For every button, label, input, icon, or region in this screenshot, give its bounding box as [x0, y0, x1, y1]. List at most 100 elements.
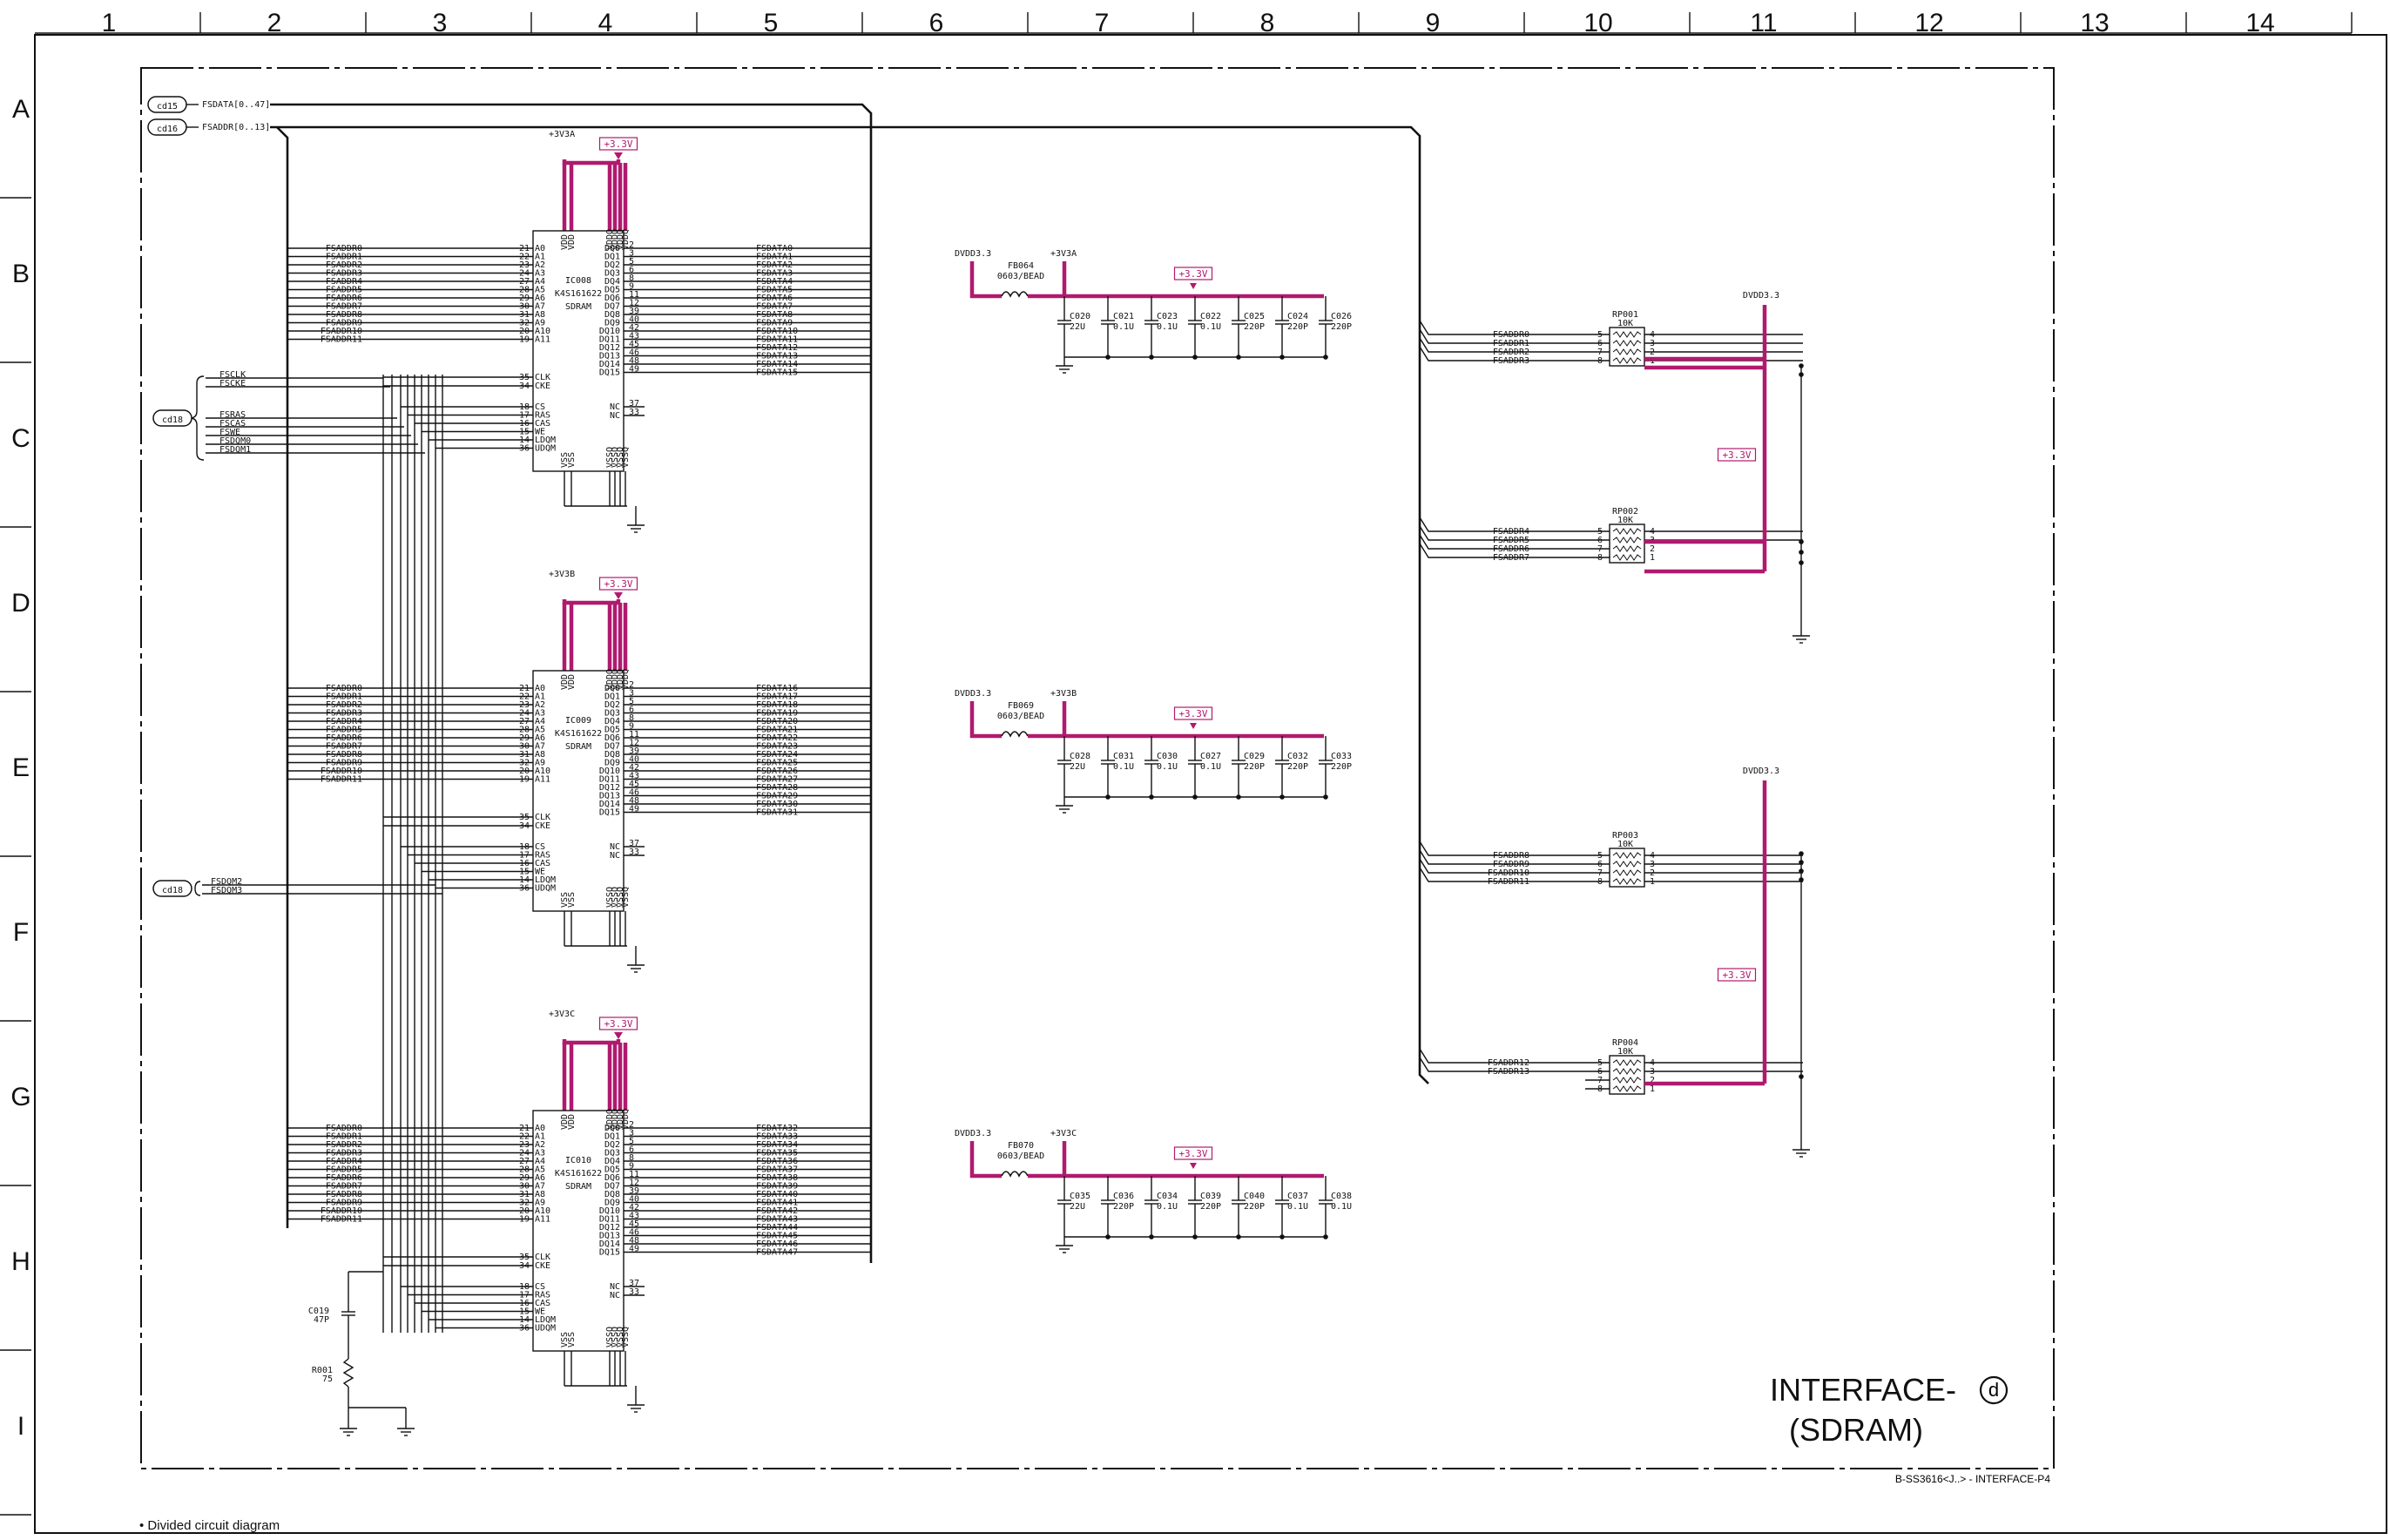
pin-name: WE: [535, 868, 545, 877]
rp-value: 10K: [1617, 319, 1633, 328]
cap-value: 220P: [1113, 1202, 1134, 1212]
address-net-label: FSADDR6: [326, 733, 362, 743]
pin-name: A2: [535, 260, 545, 270]
pin-name: A10: [535, 327, 550, 336]
term-cap-ref: C019: [308, 1307, 329, 1316]
pin-number: 43: [629, 772, 639, 781]
pin-number: 29: [519, 733, 530, 743]
pin-number: 27: [519, 277, 530, 287]
pin-number: 34: [519, 1261, 530, 1271]
resistor-zigzag: [1612, 348, 1642, 355]
pin-number: 24: [519, 709, 530, 719]
connector-tag: [152, 409, 192, 427]
cap-value: 220P: [1331, 322, 1352, 332]
grid-column-label: 3: [433, 9, 448, 37]
junction-dot: [1323, 794, 1328, 800]
ctrl-net-label: FSDQM2: [211, 877, 242, 887]
title-line2: (SDRAM): [1789, 1412, 1923, 1448]
cap-value: 220P: [1244, 1202, 1265, 1212]
pin-name: DQ12: [599, 783, 620, 793]
pin-name: A5: [535, 1165, 545, 1175]
pin-number: 39: [629, 1186, 639, 1196]
resistor-zigzag: [1612, 852, 1642, 859]
data-net-label: FSDATA25: [756, 759, 798, 768]
ctrl-net-label: FSCAS: [219, 419, 246, 429]
pin-name: CKE: [535, 382, 550, 391]
pin-name: A0: [535, 684, 545, 693]
rp-net-line: [1419, 346, 1610, 361]
gnd-pin-label: VSS: [560, 892, 570, 908]
pin-name: A5: [535, 726, 545, 735]
resistor-zigzag: [1612, 1059, 1642, 1066]
address-net-label: FSADDR8: [326, 1190, 362, 1199]
gnd-pin-label: VSSQ: [605, 1327, 615, 1348]
pin-number: 6: [629, 1145, 634, 1155]
pin-name: DQ7: [604, 302, 620, 312]
pin-number: 5: [629, 257, 634, 267]
pin-number: 40: [629, 1195, 639, 1205]
power-rail-tag: [1173, 267, 1213, 280]
data-net-label: FSDATA32: [756, 1124, 798, 1133]
outer-border: [34, 34, 2387, 1534]
pin-name: A6: [535, 1173, 545, 1183]
pin-name: CAS: [535, 419, 550, 429]
pin-number: 12: [629, 1179, 639, 1188]
bead-ref: FB069: [1008, 701, 1034, 711]
address-net-label: FSADDR8: [326, 750, 362, 760]
address-net-label: FSADDR2: [326, 260, 362, 270]
pin-name: A2: [535, 700, 545, 710]
junction-dot: [1799, 550, 1804, 555]
gnd-pin-label: VSS: [567, 1332, 577, 1348]
pin-name: A1: [535, 1132, 545, 1142]
pin-number: 39: [629, 746, 639, 756]
pin-name: DQ9: [604, 759, 620, 768]
filter-output-label: +3V3C: [1050, 1129, 1077, 1138]
pin-number: 16: [519, 419, 530, 429]
rp-net-label: FSADDR10: [1488, 868, 1529, 878]
pin-number: 2: [629, 1120, 634, 1130]
chip-ref: IC008: [565, 276, 591, 286]
grid-column-label: 1: [102, 9, 117, 37]
gnd-pin-label: VSSQ: [616, 887, 625, 908]
data-net-label: FSDATA1: [756, 253, 793, 262]
chip-part: K4S161622: [555, 729, 602, 739]
power-filter-3: DVDD3.3+3V3CFB0700603/BEAD+3.3VC03522UC0…: [955, 1129, 1352, 1253]
pin-number: 24: [519, 269, 530, 279]
pin-number: 5: [629, 1137, 634, 1146]
rail-arrow: [1190, 723, 1197, 729]
cap-ref: C022: [1200, 312, 1221, 321]
pin-number: 36: [519, 884, 530, 894]
pin-number: 12: [629, 299, 639, 308]
pin-name: CLK: [535, 373, 550, 382]
power-pin-label: VDDQ: [621, 1109, 631, 1130]
power-rail-label: +3.3V: [604, 578, 632, 590]
pullup-supply: DVDD3.3: [1743, 767, 1779, 776]
pin-name: DQ2: [604, 260, 620, 270]
gnd-pin-label: VSSQ: [616, 1327, 625, 1348]
pin-name: DQ5: [604, 1165, 620, 1175]
pin-number: 46: [629, 1228, 639, 1238]
pin-number: 9: [629, 722, 634, 732]
pin-name: DQ0: [604, 1124, 620, 1133]
pin-name: DQ10: [599, 767, 620, 776]
gnd-pin-label: VSSQ: [605, 887, 615, 908]
pin-name: A9: [535, 1199, 545, 1208]
pin-number: 9: [629, 282, 634, 292]
pin-number: 27: [519, 717, 530, 726]
pin-number: 11: [629, 1170, 639, 1179]
pin-name: DQ1: [604, 1132, 620, 1142]
rp-value: 10K: [1617, 1047, 1633, 1057]
cap-value: 22U: [1070, 1202, 1085, 1212]
pin-number: 20: [519, 767, 530, 776]
power-rail-tag: [1173, 1146, 1213, 1160]
grid-row-label: H: [11, 1247, 30, 1276]
pin-number: 34: [519, 382, 530, 391]
pin-number: 32: [519, 319, 530, 328]
pin-number: 34: [519, 821, 530, 831]
pin-name: A4: [535, 1157, 545, 1166]
pin-number: 15: [519, 868, 530, 877]
term-cap-value: 47P: [314, 1315, 329, 1325]
